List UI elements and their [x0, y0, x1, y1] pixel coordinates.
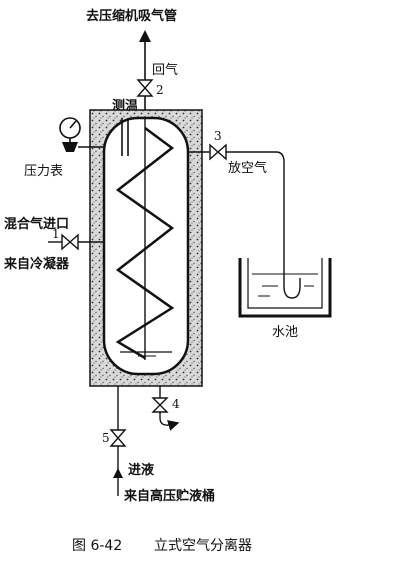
top-outlet-pipe	[139, 30, 151, 118]
label-valve-2: 2	[156, 83, 164, 97]
vent-line	[188, 143, 301, 299]
valve-4-line	[151, 386, 180, 431]
caption-title: 立式空气分离器	[154, 537, 252, 554]
cooling-coil	[115, 126, 175, 360]
caption-number: 图 6-42	[72, 538, 122, 554]
label-valve-5: 5	[102, 431, 110, 445]
label-from-receiver: 来自高压贮液桶	[123, 488, 215, 504]
label-valve-4: 4	[172, 397, 180, 411]
label-water-tank: 水池	[272, 325, 298, 340]
liquid-level	[120, 351, 172, 357]
mixed-gas-inlet	[48, 233, 104, 251]
label-valve-1: 1	[52, 227, 60, 241]
label-valve-3: 3	[214, 129, 222, 143]
label-liquid-in: 进液	[128, 462, 154, 478]
label-top: 去压缩机吸气管	[86, 8, 177, 24]
separator-vessel	[102, 116, 190, 376]
label-return-gas: 回气	[152, 62, 178, 78]
label-vent: 放空气	[228, 160, 267, 176]
label-from-condenser: 来自冷凝器	[3, 256, 70, 272]
pressure-gauge-icon	[59, 117, 104, 152]
water-tank	[238, 258, 332, 318]
thermowell	[121, 118, 129, 156]
valve-2-icon	[136, 79, 154, 97]
label-mixed-in: 混合气进口	[4, 216, 69, 232]
liquid-inlet-line	[109, 386, 127, 496]
label-gauge: 压力表	[24, 164, 63, 179]
